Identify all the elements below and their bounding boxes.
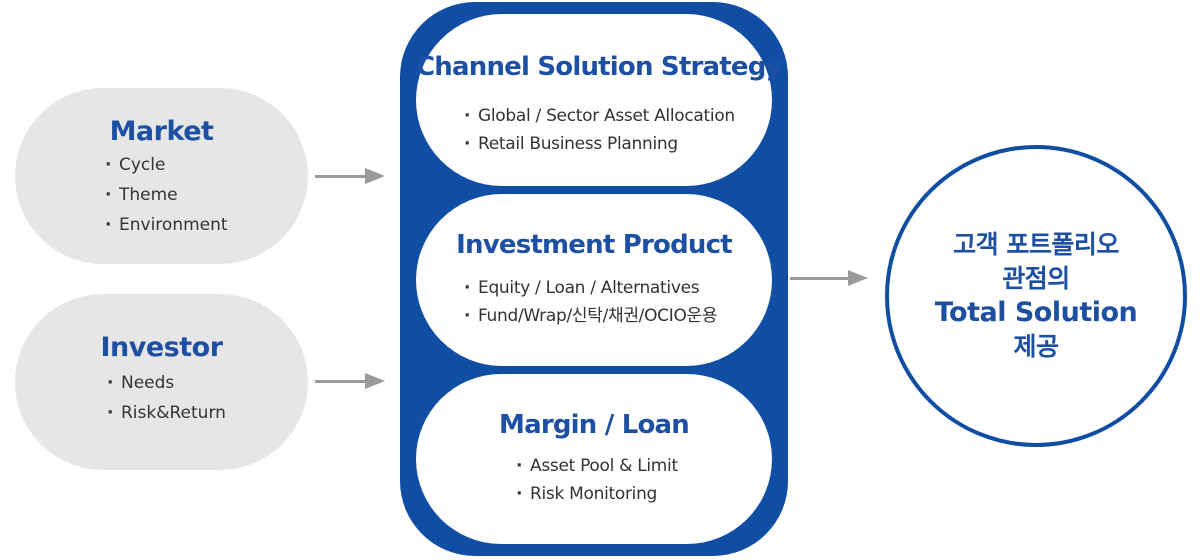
stage-list: Asset Pool & Limit Risk Monitoring bbox=[516, 452, 678, 508]
list-item: Theme bbox=[105, 180, 228, 210]
list-item: Risk Monitoring bbox=[516, 480, 678, 508]
result-line: Total Solution bbox=[934, 297, 1138, 328]
result-line: 제공 bbox=[1013, 332, 1059, 361]
list-item: Needs bbox=[107, 368, 226, 398]
list-item: Retail Business Planning bbox=[464, 130, 735, 158]
input-investor-list: Needs Risk&Return bbox=[107, 368, 226, 428]
stage-channel-solution-strategy: Channel Solution Strategy Global / Secto… bbox=[416, 14, 782, 186]
input-investor: Investor Needs Risk&Return bbox=[15, 294, 308, 470]
list-item: Cycle bbox=[105, 150, 228, 180]
stage-list: Equity / Loan / Alternatives Fund/Wrap/신… bbox=[464, 274, 718, 330]
stage-title: Channel Solution Strategy bbox=[416, 52, 782, 82]
stage-margin-loan: Margin / Loan Asset Pool & Limit Risk Mo… bbox=[416, 374, 772, 544]
stage-title: Margin / Loan bbox=[499, 410, 690, 440]
result-line: 고객 포트폴리오 bbox=[953, 230, 1119, 259]
list-item: Environment bbox=[105, 210, 228, 240]
list-item: Global / Sector Asset Allocation bbox=[464, 102, 735, 130]
arrow-market-to-strategy bbox=[315, 168, 385, 184]
arrow-column-to-result bbox=[790, 270, 868, 286]
list-item: Asset Pool & Limit bbox=[516, 452, 678, 480]
result-circle: 고객 포트폴리오 관점의 Total Solution 제공 bbox=[885, 145, 1187, 447]
input-market-list: Cycle Theme Environment bbox=[105, 150, 228, 240]
input-investor-title: Investor bbox=[100, 332, 223, 363]
list-item: Risk&Return bbox=[107, 398, 226, 428]
result-line: 관점의 bbox=[1002, 264, 1070, 293]
input-market: Market Cycle Theme Environment bbox=[15, 88, 308, 264]
stage-investment-product: Investment Product Equity / Loan / Alter… bbox=[416, 194, 772, 366]
stage-title: Investment Product bbox=[456, 230, 733, 260]
arrow-investor-to-strategy bbox=[315, 373, 385, 389]
input-market-title: Market bbox=[109, 116, 214, 147]
stage-list: Global / Sector Asset Allocation Retail … bbox=[464, 102, 735, 158]
list-item: Fund/Wrap/신탁/채권/OCIO운용 bbox=[464, 302, 718, 330]
list-item: Equity / Loan / Alternatives bbox=[464, 274, 717, 302]
solution-column: Channel Solution Strategy Global / Secto… bbox=[400, 2, 788, 556]
